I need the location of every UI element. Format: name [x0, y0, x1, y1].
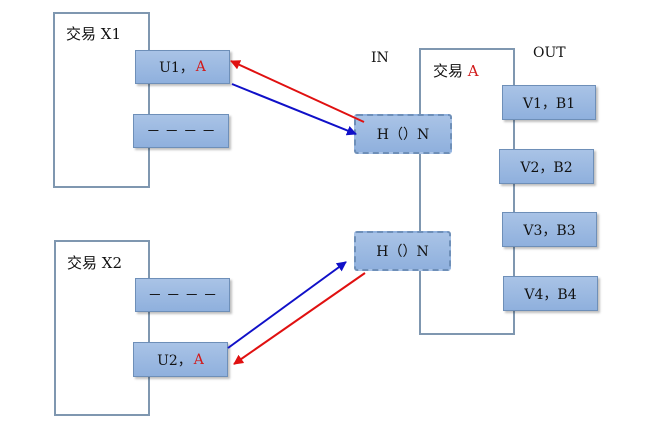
- out-label: OUT: [533, 45, 566, 61]
- trade-a-output-v3[interactable]: V3，B3: [502, 212, 597, 247]
- arrow-red-slot1-to-u1: [230, 60, 365, 123]
- trade-x2-title: 交易 X2: [67, 254, 122, 272]
- trade-a-output-v4[interactable]: V4，B4: [503, 276, 598, 311]
- trade-x1-frame: [53, 12, 150, 188]
- trade-a-output-v1[interactable]: V1，B1: [502, 85, 596, 120]
- trade-x2-input-empty[interactable]: － － － －: [135, 278, 230, 312]
- trade-x2-frame: [54, 240, 150, 416]
- trade-x1-input-u1-main: U1，: [159, 60, 194, 76]
- trade-a-frame: [419, 48, 515, 335]
- trade-a-output-v2[interactable]: V2，B2: [499, 149, 594, 184]
- trade-a-in-slot-2[interactable]: H（）N: [354, 231, 451, 271]
- trade-a-title-red: A: [467, 62, 479, 80]
- trade-a-title-main: 交易: [433, 62, 468, 80]
- trade-x2-input-u2-main: U2，: [157, 352, 192, 369]
- in-label: IN: [371, 50, 389, 66]
- arrow-blue-u1-to-slot1: [231, 83, 357, 136]
- trade-a-title: 交易 A: [433, 60, 479, 81]
- trade-x1-input-empty[interactable]: － － － －: [133, 114, 229, 148]
- arrow-blue-u2-to-slot2: [227, 261, 347, 349]
- trade-x1-input-u1[interactable]: U1，A: [135, 50, 230, 84]
- trade-x2-input-u2-red: A: [193, 351, 204, 368]
- trade-x2-input-u2[interactable]: U2，A: [133, 342, 228, 377]
- trade-x1-title: 交易 X1: [66, 25, 121, 43]
- arrow-red-slot2-to-u2: [233, 272, 366, 365]
- trade-x1-input-u1-red: A: [195, 59, 206, 75]
